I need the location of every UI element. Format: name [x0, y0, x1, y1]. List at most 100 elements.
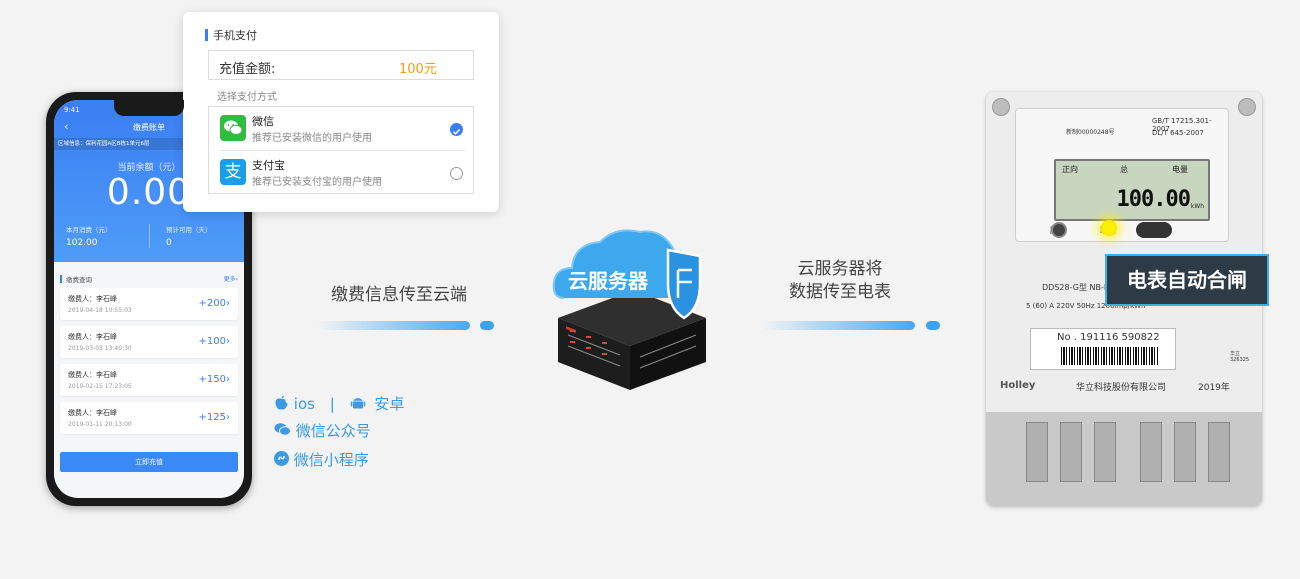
terminal [1174, 422, 1196, 482]
flow-left-dot [480, 321, 494, 330]
meter-lcd: 正向 总 电量 100.00 kWh [1054, 159, 1210, 221]
platform-wechat-official: 微信公众号 [295, 422, 371, 440]
option-desc: 推荐已安装支付宝的用户使用 [252, 177, 382, 188]
terminal [1094, 422, 1116, 482]
barcode-icon [1061, 347, 1159, 365]
month-spend: 本月消费（元） 102.00 [66, 224, 112, 248]
record-payer: 缴费人：李石峰 [68, 295, 117, 303]
payment-card: 手机支付 充值金额: 100元 选择支付方式 微信 推荐已安装微信的用户使用 支… [183, 12, 499, 212]
platform-wechat-mini: 微信小程序 [293, 451, 369, 469]
wechat-official-icon [274, 422, 291, 441]
meter-year: 2019年 [1198, 383, 1230, 393]
lcd-label-forward: 正向 [1062, 165, 1078, 174]
ir-port-icon [1136, 222, 1172, 238]
screw-icon [992, 98, 1010, 116]
month-spend-value: 102.00 [66, 238, 98, 248]
meter-standard-1: GB/T 17215.301-2007 [1152, 117, 1212, 133]
platform-android: 安卓 [374, 395, 405, 413]
meter-display-panel: 新制00000248号 GB/T 17215.301-2007 DL/T 645… [1015, 108, 1229, 242]
flow-left-bar [317, 321, 470, 330]
nav-title: 缴费账单 [133, 123, 165, 132]
payment-option-alipay[interactable]: 支 支付宝 推荐已安装支付宝的用户使用 [209, 151, 475, 195]
back-arrow-icon[interactable]: ‹ [64, 120, 69, 133]
wechat-icon [220, 115, 246, 141]
option-name: 支付宝 [252, 159, 285, 172]
balance-label: 当前余额（元） [117, 163, 181, 173]
cloud-label: 云服务器 [568, 269, 648, 293]
meter-barcode: No . 191116 590822 [1030, 328, 1176, 370]
record-item[interactable]: 缴费人：李石峰 2019-01-11 20:13:00 +125› [60, 402, 238, 434]
days-label: 预计可用（天） [166, 226, 212, 234]
record-payer: 缴费人：李石峰 [68, 371, 117, 379]
record-date: 2019-01-11 20:13:00 [68, 421, 132, 428]
trip-led-icon [1101, 220, 1117, 236]
meter-serial: No . 191116 590822 [1057, 332, 1160, 343]
platform-row-mini: 微信小程序 [274, 449, 369, 470]
alipay-icon: 支 [220, 159, 246, 185]
query-title-bar [60, 275, 62, 283]
flow-right-bar [762, 321, 915, 330]
option-desc: 推荐已安装微信的用户使用 [252, 133, 372, 144]
screw-icon [1238, 98, 1256, 116]
meter-model: DDS28-G型 NB-I [1042, 283, 1107, 292]
record-payer: 缴费人：李石峰 [68, 333, 117, 341]
option-divider [219, 150, 465, 151]
pulse-led-icon [1051, 222, 1067, 238]
platform-row-wechat: 微信公众号 [274, 420, 371, 441]
days-value: 0 [166, 238, 172, 248]
apple-icon [274, 395, 289, 415]
status-time: 9:41 [64, 106, 80, 114]
payment-options: 微信 推荐已安装微信的用户使用 支 支付宝 推荐已安装支付宝的用户使用 [208, 106, 474, 194]
meter-maker: 华立科技股份有限公司 [1076, 383, 1167, 393]
phone-notch [114, 100, 184, 116]
radio-checked-icon[interactable] [450, 123, 463, 136]
query-title: 缴费查询 [66, 276, 92, 284]
platform-row-apps: ios | 安卓 [274, 393, 404, 415]
recharge-button[interactable]: 立即充值 [60, 452, 238, 472]
days-available: 预计可用（天） 0 [166, 224, 212, 248]
flow-left-label: 缴费信息传至云端 [331, 285, 467, 305]
stat-divider [149, 224, 150, 248]
record-item[interactable]: 缴费人：李石峰 2019-03-03 13:40:30 +100› [60, 326, 238, 358]
radio-unchecked-icon[interactable] [450, 167, 463, 180]
record-date: 2019-03-03 13:40:30 [68, 345, 132, 352]
month-spend-label: 本月消费（元） [66, 226, 112, 234]
record-date: 2019-02-15 17:23:05 [68, 383, 132, 390]
amount-field[interactable]: 充值金额: 100元 [208, 50, 474, 80]
record-amount: +200› [198, 298, 230, 309]
meter-cert: 新制00000248号 [1066, 129, 1115, 136]
terminal [1140, 422, 1162, 482]
meter-standard-2: DL/T 645-2007 [1152, 129, 1204, 137]
record-payer: 缴费人：李石峰 [68, 409, 117, 417]
meter-brand-logo: Holley [1000, 380, 1036, 391]
query-more-link[interactable]: 更多› [223, 276, 238, 283]
method-label: 选择支付方式 [217, 92, 277, 103]
flow-right-label: 云服务器将 数据传至电表 [760, 258, 920, 304]
record-amount: +125› [198, 412, 230, 423]
mini-program-icon [274, 451, 289, 470]
flow-right-label-line2: 数据传至电表 [789, 282, 891, 302]
android-icon [350, 395, 366, 415]
record-item[interactable]: 缴费人：李石峰 2019-04-18 10:55:03 +200› [60, 288, 238, 320]
record-item[interactable]: 缴费人：李石峰 2019-02-15 17:23:05 +150› [60, 364, 238, 396]
flow-right-label-line1: 云服务器将 [797, 259, 883, 279]
platform-ios: ios [293, 395, 315, 413]
terminal [1060, 422, 1082, 482]
flow-right-dot [926, 321, 940, 330]
lcd-reading: 100.00 [1116, 187, 1191, 212]
lcd-label-total: 总 [1120, 165, 1128, 174]
lcd-unit: kWh [1190, 203, 1204, 210]
payment-option-wechat[interactable]: 微信 推荐已安装微信的用户使用 [209, 107, 475, 151]
meter-spec: 5 (60) A 220V 50Hz 1200imp/kWh [1026, 302, 1146, 310]
card-header-bar [205, 29, 208, 41]
record-amount: +150› [198, 374, 230, 385]
auto-close-tag: 电表自动合闸 [1105, 254, 1269, 306]
terminal [1026, 422, 1048, 482]
amount-label: 充值金额: [219, 62, 276, 77]
record-date: 2019-04-18 10:55:03 [68, 307, 132, 314]
record-amount: +100› [198, 336, 230, 347]
option-name: 微信 [252, 115, 274, 128]
card-header: 手机支付 [213, 29, 257, 42]
terminal [1208, 422, 1230, 482]
